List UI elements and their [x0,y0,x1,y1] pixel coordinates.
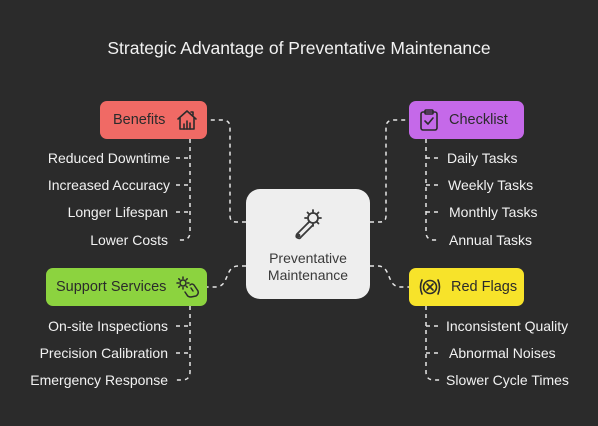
clipboard-check-icon [418,108,440,132]
redflags-item: Abnormal Noises [449,345,556,361]
checklist-item: Daily Tasks [447,150,518,166]
center-node: Preventative Maintenance [246,189,370,299]
benefits-item: Lower Costs [90,232,168,248]
connector-center-support [207,265,246,288]
checklist-item: Annual Tasks [449,232,533,248]
support-label: Support Services [56,279,167,295]
checklist-item: Weekly Tasks [448,177,534,193]
benefits-bracket [176,139,191,241]
center-label-line1: Preventative [269,250,347,266]
checklist-label: Checklist [449,112,508,128]
benefits-node: Benefits [100,101,207,139]
redflags-item: Inconsistent Quality [446,318,569,334]
redflags-label: Red Flags [451,279,518,295]
support-bracket [176,306,191,381]
alert-bug-icon [417,275,443,299]
redflags-bracket [425,306,440,381]
checklist-item: Monthly Tasks [449,204,538,220]
benefits-item: Reduced Downtime [47,150,170,166]
support-item: On-site Inspections [48,318,168,334]
support-node: Support Services [46,268,207,306]
center-label: Preventative Maintenance [253,250,363,284]
house-chart-icon [175,108,199,132]
center-label-line2: Maintenance [267,267,349,283]
connector-center-checklist [370,119,409,223]
benefits-label: Benefits [113,112,166,128]
benefits-item: Increased Accuracy [47,177,170,193]
benefits-item: Longer Lifespan [67,204,168,220]
support-item: Emergency Response [30,372,168,388]
connector-center-redflags [370,265,409,288]
checklist-node: Checklist [409,101,524,139]
connector-center-benefits [207,119,246,223]
hand-gear-icon [174,275,200,299]
redflags-node: Red Flags [409,268,524,306]
wrench-gear-icon [295,209,322,240]
diagram-title: Strategic Advantage of Preventative Main… [107,38,491,58]
checklist-bracket [425,139,440,241]
support-item: Precision Calibration [39,345,168,361]
redflags-item: Slower Cycle Times [446,372,569,388]
